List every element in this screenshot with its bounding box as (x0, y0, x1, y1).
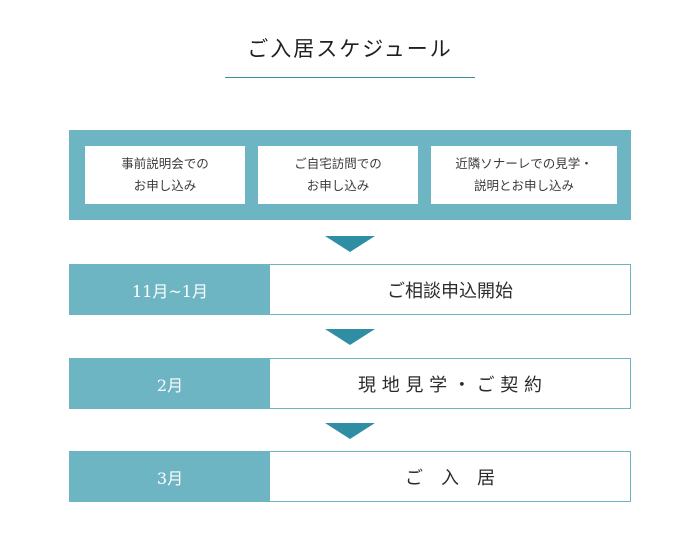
step-action: ご相談申込開始 (387, 280, 513, 302)
method-card-line: 事前説明会での (121, 156, 209, 171)
step-action: ご 入 居 (405, 467, 495, 489)
step-action: 現 地 見 学 ・ ご 契 約 (357, 374, 543, 396)
step-period: 3月 (70, 452, 270, 501)
method-card-seminar: 事前説明会での お申し込み (85, 146, 245, 204)
schedule-step-contract: 2月 現 地 見 学 ・ ご 契 約 (69, 358, 631, 409)
page-title: ご入居スケジュール (247, 37, 453, 61)
method-card-home-visit: ご自宅訪問での お申し込み (258, 146, 418, 204)
title-underline (225, 77, 475, 78)
method-card-line: ご自宅訪問での (294, 156, 382, 171)
down-arrow-icon (325, 329, 375, 345)
schedule-step-move-in: 3月 ご 入 居 (69, 451, 631, 502)
step-period: 2月 (70, 359, 270, 408)
application-methods-box: 事前説明会での お申し込み ご自宅訪問での お申し込み 近隣ソナーレでの見学・ … (69, 130, 631, 220)
method-card-line: お申し込み (133, 178, 197, 193)
down-arrow-icon (325, 423, 375, 439)
method-card-nearby-tour: 近隣ソナーレでの見学・ 説明とお申し込み (431, 146, 617, 204)
schedule-step-consultation: 11月~1月 ご相談申込開始 (69, 264, 631, 315)
method-card-line: お申し込み (306, 178, 370, 193)
step-period: 11月~1月 (70, 265, 270, 314)
method-card-line: 説明とお申し込み (473, 178, 574, 193)
down-arrow-icon (325, 236, 375, 252)
method-card-line: 近隣ソナーレでの見学・ (455, 156, 593, 171)
